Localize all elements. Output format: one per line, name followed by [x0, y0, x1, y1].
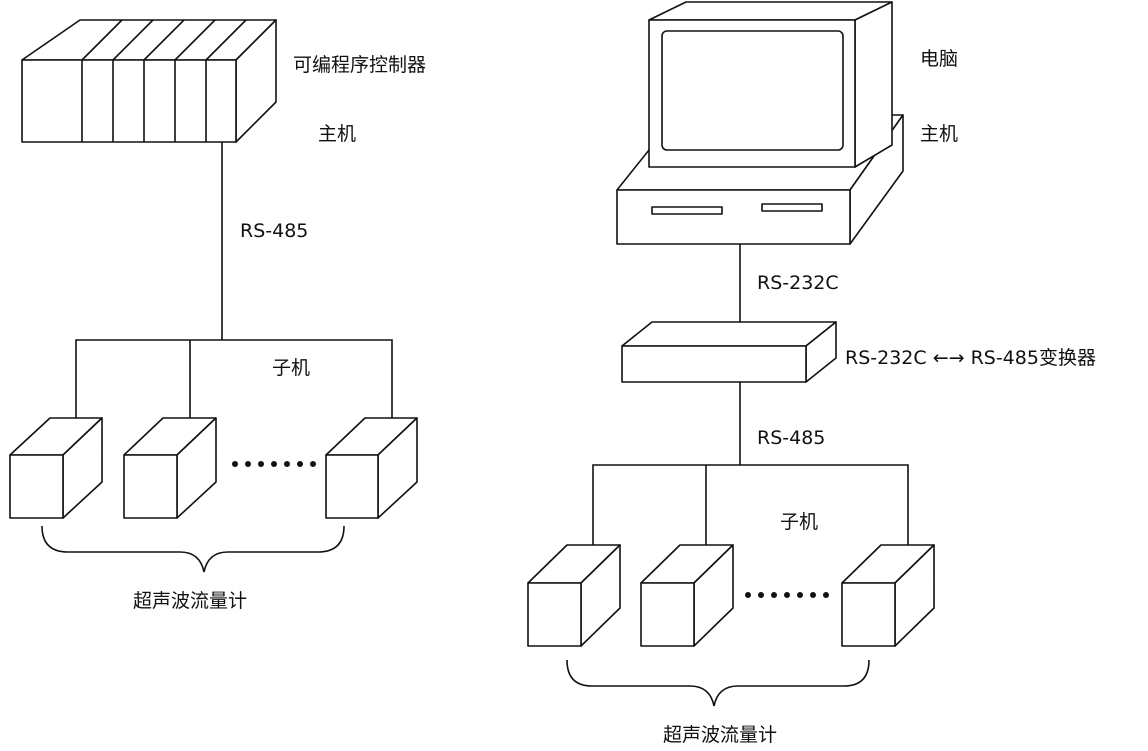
left-ellipsis-dots	[232, 461, 316, 467]
left-host-label: 主机	[318, 123, 356, 145]
right-ellipsis-dots	[745, 592, 829, 598]
right-rs485-label: RS-485	[757, 427, 825, 449]
converter-device	[621, 321, 837, 383]
right-slave-unit-2	[640, 544, 734, 647]
right-slave-label: 子机	[780, 511, 818, 533]
right-group-brace	[566, 659, 870, 707]
converter-label: RS-232C ←→ RS-485变换器	[845, 347, 1096, 369]
right-flowmeter-label: 超声波流量计	[663, 724, 777, 746]
right-host-label: 主机	[920, 123, 958, 145]
left-distribution-bus	[75, 339, 393, 453]
left-slave-unit-1	[9, 417, 103, 519]
left-system: 可编程序控制器 主机 RS-485 子机	[9, 19, 426, 612]
pc-label: 电脑	[920, 48, 958, 70]
right-distribution-bus	[592, 464, 909, 580]
left-rs485-label: RS-485	[240, 220, 308, 242]
plc-label: 可编程序控制器	[293, 54, 426, 76]
rs232c-label: RS-232C	[757, 272, 839, 294]
plc-device	[21, 19, 277, 143]
left-slave-unit-3	[325, 417, 418, 519]
left-flowmeter-label: 超声波流量计	[133, 590, 247, 612]
left-slave-label: 子机	[272, 357, 310, 379]
left-slave-unit-2	[123, 417, 217, 519]
right-slave-unit-1	[527, 544, 621, 647]
left-group-brace	[41, 525, 345, 573]
pc-monitor	[648, 1, 893, 168]
right-system: 电脑 主机 RS-232C RS-232C ←→ RS-485变换器 RS-48…	[527, 1, 1096, 746]
right-slave-unit-3	[841, 544, 935, 647]
